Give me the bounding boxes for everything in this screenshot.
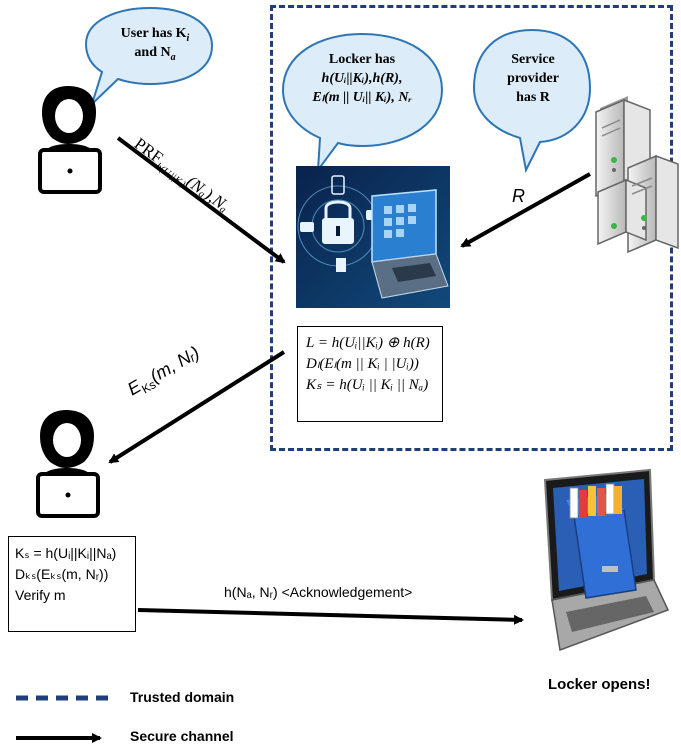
locker-formula-line2: Dₗ(Eₗ(m || Kᵢ | |Uᵢ)) xyxy=(306,356,419,372)
user-laptop-icon-top xyxy=(38,86,102,194)
user-formula-line1: Kₛ = h(Uᵢ||Kᵢ||Nₐ) xyxy=(15,545,117,561)
locker-bubble-text: Locker has h(Uᵢ||Kᵢ),h(R), Eₗ(m || Uᵢ|| … xyxy=(312,52,412,105)
locker-formula-line1: L = h(Uᵢ||Kᵢ) ⊕ h(R) xyxy=(306,335,430,351)
locker-formula-line3: Kₛ = h(Uᵢ || Kᵢ || Nₐ) xyxy=(306,377,429,393)
r-label: R xyxy=(512,186,525,206)
ack-label: h(Nₐ, Nᵣ) <Acknowledgement> xyxy=(224,584,413,600)
service-bubble-text: Service provider has R xyxy=(507,52,559,105)
arrow-locker-to-user xyxy=(108,350,286,464)
arrow-user-to-locker xyxy=(116,136,286,264)
legend-secure-label: Secure channel xyxy=(130,728,234,744)
user-formula-line2: Dₖₛ(Eₖₛ(m, Nᵣ)) xyxy=(15,566,109,582)
server-icon xyxy=(595,96,679,254)
locker-security-icon xyxy=(296,166,450,308)
user-formula-box: Kₛ = h(Uᵢ||Kᵢ||Nₐ) Dₖₛ(Eₖₛ(m, Nᵣ)) Verif… xyxy=(8,536,136,632)
legend-trusted-label: Trusted domain xyxy=(130,689,235,705)
arrow-ack xyxy=(137,608,524,625)
locker-formula-box: L = h(Uᵢ||Kᵢ) ⊕ h(R) Dₗ(Eₗ(m || Kᵢ | |Uᵢ… xyxy=(297,326,443,422)
service-thought-bubble xyxy=(472,28,592,174)
user-formula-line3: Verify m xyxy=(15,587,66,603)
user-thought-bubble xyxy=(84,6,214,105)
user-bubble-text: User has Ki and Na xyxy=(120,26,190,63)
locker-thought-bubble xyxy=(281,32,444,174)
arrow-server-to-locker xyxy=(460,172,591,248)
user-laptop-icon-bottom xyxy=(36,410,100,518)
open-file-laptop-icon xyxy=(543,468,670,652)
locker-opens-caption: Locker opens! xyxy=(548,676,651,693)
